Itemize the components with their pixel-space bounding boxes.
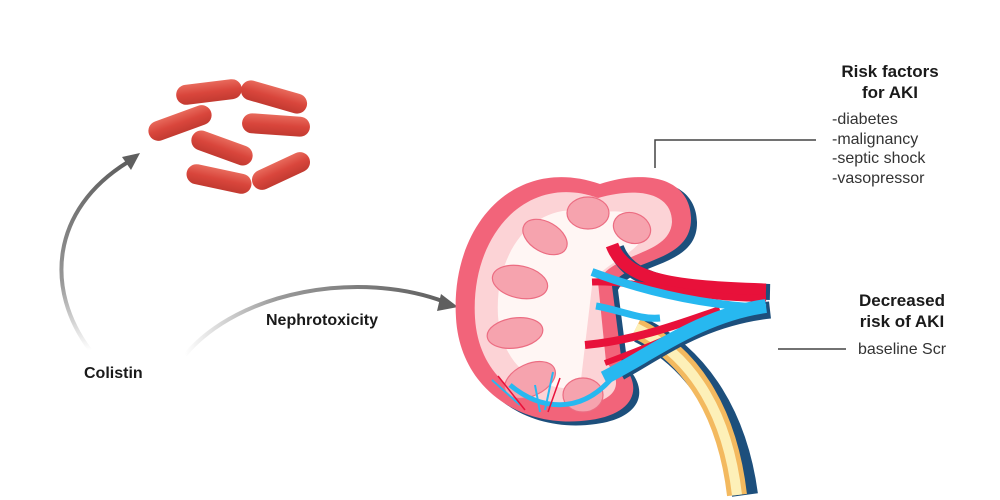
risk-factors-title-line1: Risk factors [841, 62, 939, 81]
decreased-risk-title-line1: Decreased [858, 291, 945, 310]
decreased-risk-list: baseline Scr [858, 340, 946, 360]
risk-factor-item: -vasopressor [832, 169, 925, 187]
risk-factors-connector [654, 139, 816, 168]
nephrotoxicity-label: Nephrotoxicity [266, 312, 379, 329]
arrow-to-bacteria [59, 153, 140, 352]
bacteria-icon [148, 79, 311, 194]
risk-factors-title-line2: for AKI [861, 83, 919, 102]
risk-factor-item: -malignancy [832, 130, 919, 148]
decreased-risk-item: baseline Scr [858, 341, 947, 358]
arrow-to-kidney [183, 285, 458, 357]
risk-factor-item: -septic shock [832, 150, 926, 167]
decreased-risk-title: Decreased risk of AKI [827, 290, 977, 332]
risk-factors-list: -diabetes -malignancy -septic shock -vas… [832, 110, 925, 188]
kidney-icon [455, 177, 772, 497]
risk-factor-item: -diabetes [832, 111, 898, 128]
colistin-label: Colistin [84, 365, 143, 382]
decreased-risk-title-line2: risk of AKI [859, 312, 945, 331]
risk-factors-title: Risk factors for AKI [815, 61, 965, 103]
